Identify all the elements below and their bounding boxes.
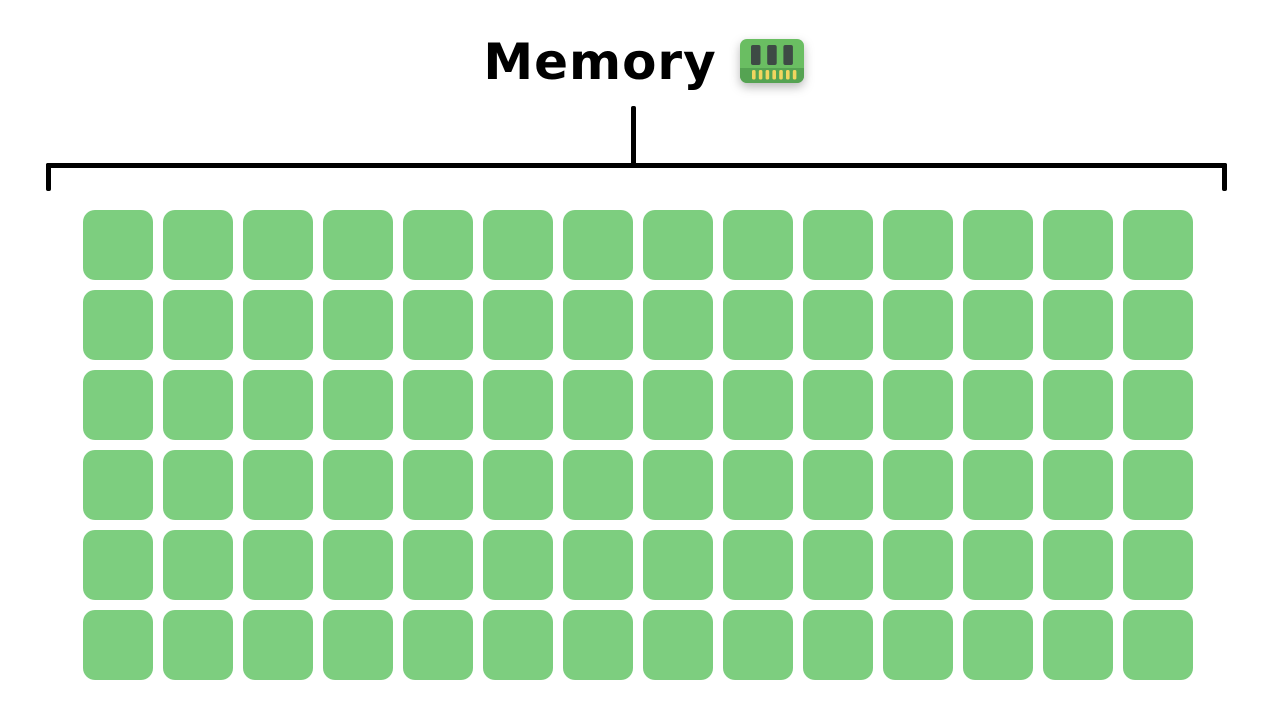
memory-cell — [1123, 290, 1193, 360]
memory-cell — [883, 610, 953, 680]
memory-cell — [483, 530, 553, 600]
memory-cell — [243, 210, 313, 280]
memory-cell — [563, 210, 633, 280]
memory-cell — [563, 610, 633, 680]
memory-cell — [483, 610, 553, 680]
memory-cell — [323, 610, 393, 680]
memory-cell — [243, 530, 313, 600]
memory-cell — [243, 610, 313, 680]
memory-cell — [1043, 210, 1113, 280]
memory-cell — [963, 530, 1033, 600]
memory-cell — [723, 210, 793, 280]
memory-cell — [643, 210, 713, 280]
bracket-horizontal — [46, 163, 1227, 168]
memory-cell — [163, 370, 233, 440]
memory-cell — [243, 450, 313, 520]
page-title: Memory — [483, 33, 717, 91]
memory-cell — [83, 370, 153, 440]
ram-icon — [739, 38, 804, 83]
memory-cell — [1123, 370, 1193, 440]
memory-cell — [723, 610, 793, 680]
bracket-right-tick — [1222, 163, 1227, 191]
memory-cell — [883, 290, 953, 360]
memory-cell — [563, 530, 633, 600]
memory-cell — [1123, 610, 1193, 680]
memory-cell — [1123, 530, 1193, 600]
memory-cell — [323, 290, 393, 360]
memory-cell — [723, 290, 793, 360]
memory-cell — [803, 530, 873, 600]
memory-cell — [963, 290, 1033, 360]
memory-cell — [163, 450, 233, 520]
memory-cell — [1123, 210, 1193, 280]
memory-cell — [803, 610, 873, 680]
memory-cell — [883, 210, 953, 280]
memory-cell — [1043, 290, 1113, 360]
memory-cell — [323, 210, 393, 280]
memory-cell — [883, 370, 953, 440]
memory-cell — [883, 450, 953, 520]
memory-cell — [403, 530, 473, 600]
memory-cell — [963, 610, 1033, 680]
memory-cell — [723, 530, 793, 600]
memory-cell — [403, 290, 473, 360]
memory-cell — [243, 290, 313, 360]
memory-cell — [643, 610, 713, 680]
memory-cell — [803, 290, 873, 360]
memory-cell — [963, 370, 1033, 440]
memory-cell — [1043, 450, 1113, 520]
memory-cell — [483, 370, 553, 440]
memory-grid — [83, 210, 1193, 680]
memory-cell — [723, 450, 793, 520]
memory-cell — [1123, 450, 1193, 520]
memory-cell — [83, 210, 153, 280]
memory-cell — [483, 210, 553, 280]
memory-cell — [403, 450, 473, 520]
memory-cell — [643, 290, 713, 360]
memory-cell — [243, 370, 313, 440]
memory-cell — [83, 530, 153, 600]
memory-cell — [403, 370, 473, 440]
memory-cell — [1043, 530, 1113, 600]
memory-cell — [803, 210, 873, 280]
memory-cell — [563, 290, 633, 360]
memory-cell — [403, 210, 473, 280]
memory-cell — [323, 530, 393, 600]
diagram-title-row: Memory — [0, 33, 1288, 92]
memory-cell — [163, 290, 233, 360]
memory-cell — [483, 290, 553, 360]
memory-cell — [963, 210, 1033, 280]
memory-cell — [483, 450, 553, 520]
bracket-left-tick — [46, 163, 51, 191]
memory-cell — [163, 610, 233, 680]
memory-cell — [643, 530, 713, 600]
memory-cell — [163, 210, 233, 280]
memory-cell — [323, 450, 393, 520]
memory-cell — [643, 370, 713, 440]
memory-cell — [643, 450, 713, 520]
memory-cell — [163, 530, 233, 600]
memory-cell — [803, 370, 873, 440]
connector-stem — [631, 106, 636, 166]
memory-cell — [803, 450, 873, 520]
memory-cell — [403, 610, 473, 680]
memory-cell — [563, 450, 633, 520]
memory-cell — [83, 290, 153, 360]
memory-cell — [1043, 610, 1113, 680]
memory-cell — [83, 610, 153, 680]
memory-cell — [723, 370, 793, 440]
memory-cell — [323, 370, 393, 440]
memory-cell — [83, 450, 153, 520]
memory-cell — [963, 450, 1033, 520]
memory-cell — [1043, 370, 1113, 440]
memory-cell — [883, 530, 953, 600]
memory-cell — [563, 370, 633, 440]
